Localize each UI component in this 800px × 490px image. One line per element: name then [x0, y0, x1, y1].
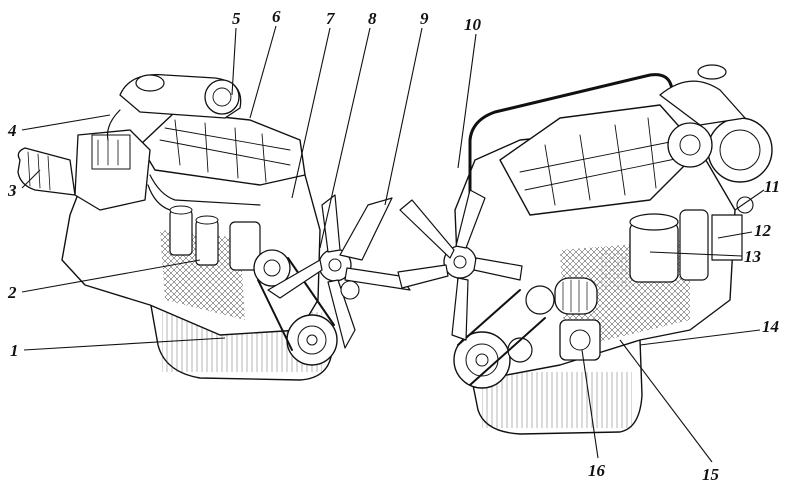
- callout-9: 9: [420, 9, 429, 28]
- leader-lines: [21, 25, 765, 463]
- leader-1: [23, 337, 226, 351]
- leader-14: [639, 329, 761, 346]
- leader-2: [21, 259, 201, 293]
- callout-1: 1: [10, 341, 19, 360]
- left-engine-view: [17, 74, 411, 381]
- left-crank-pulley: [286, 314, 338, 366]
- right-starter: [559, 319, 601, 361]
- callout-16: 16: [588, 461, 606, 480]
- callout-15: 15: [702, 465, 720, 484]
- callout-10: 10: [464, 15, 482, 34]
- leader-3: [21, 169, 41, 189]
- left-fan: [267, 194, 411, 349]
- callout-4: 4: [7, 121, 17, 140]
- leader-7: [291, 27, 331, 199]
- left-starter: [17, 147, 76, 196]
- right-alternator: [554, 277, 598, 315]
- leader-13: [649, 251, 743, 257]
- leader-10: [457, 33, 477, 169]
- callout-14: 14: [762, 317, 779, 336]
- callout-2: 2: [7, 283, 17, 302]
- right-side-module: [711, 214, 743, 261]
- callout-numbers: 1 2 3 4 5 6 7 8 9 10 11 12 13 14 15 16: [7, 7, 780, 484]
- callout-6: 6: [272, 7, 281, 26]
- left-alternator: [253, 249, 291, 287]
- leader-5: [231, 27, 237, 96]
- leader-6: [249, 25, 277, 119]
- right-fan: [397, 189, 523, 341]
- right-crank-pulley: [453, 331, 511, 389]
- callout-7: 7: [326, 9, 336, 28]
- right-engine-view: [397, 64, 773, 435]
- callout-11: 11: [764, 177, 780, 196]
- callout-13: 13: [744, 247, 762, 266]
- right-oil-filter: [629, 209, 709, 283]
- leader-16: [581, 349, 599, 459]
- right-turbo: [659, 64, 773, 183]
- callout-12: 12: [754, 221, 772, 240]
- callout-3: 3: [7, 181, 17, 200]
- callout-8: 8: [368, 9, 377, 28]
- leader-9: [384, 27, 423, 206]
- callout-5: 5: [232, 9, 241, 28]
- leader-4: [21, 114, 111, 131]
- leader-15: [619, 339, 713, 463]
- left-filters: [169, 205, 261, 271]
- leader-11: [734, 189, 765, 211]
- leader-12: [717, 231, 753, 239]
- leader-8: [319, 27, 371, 249]
